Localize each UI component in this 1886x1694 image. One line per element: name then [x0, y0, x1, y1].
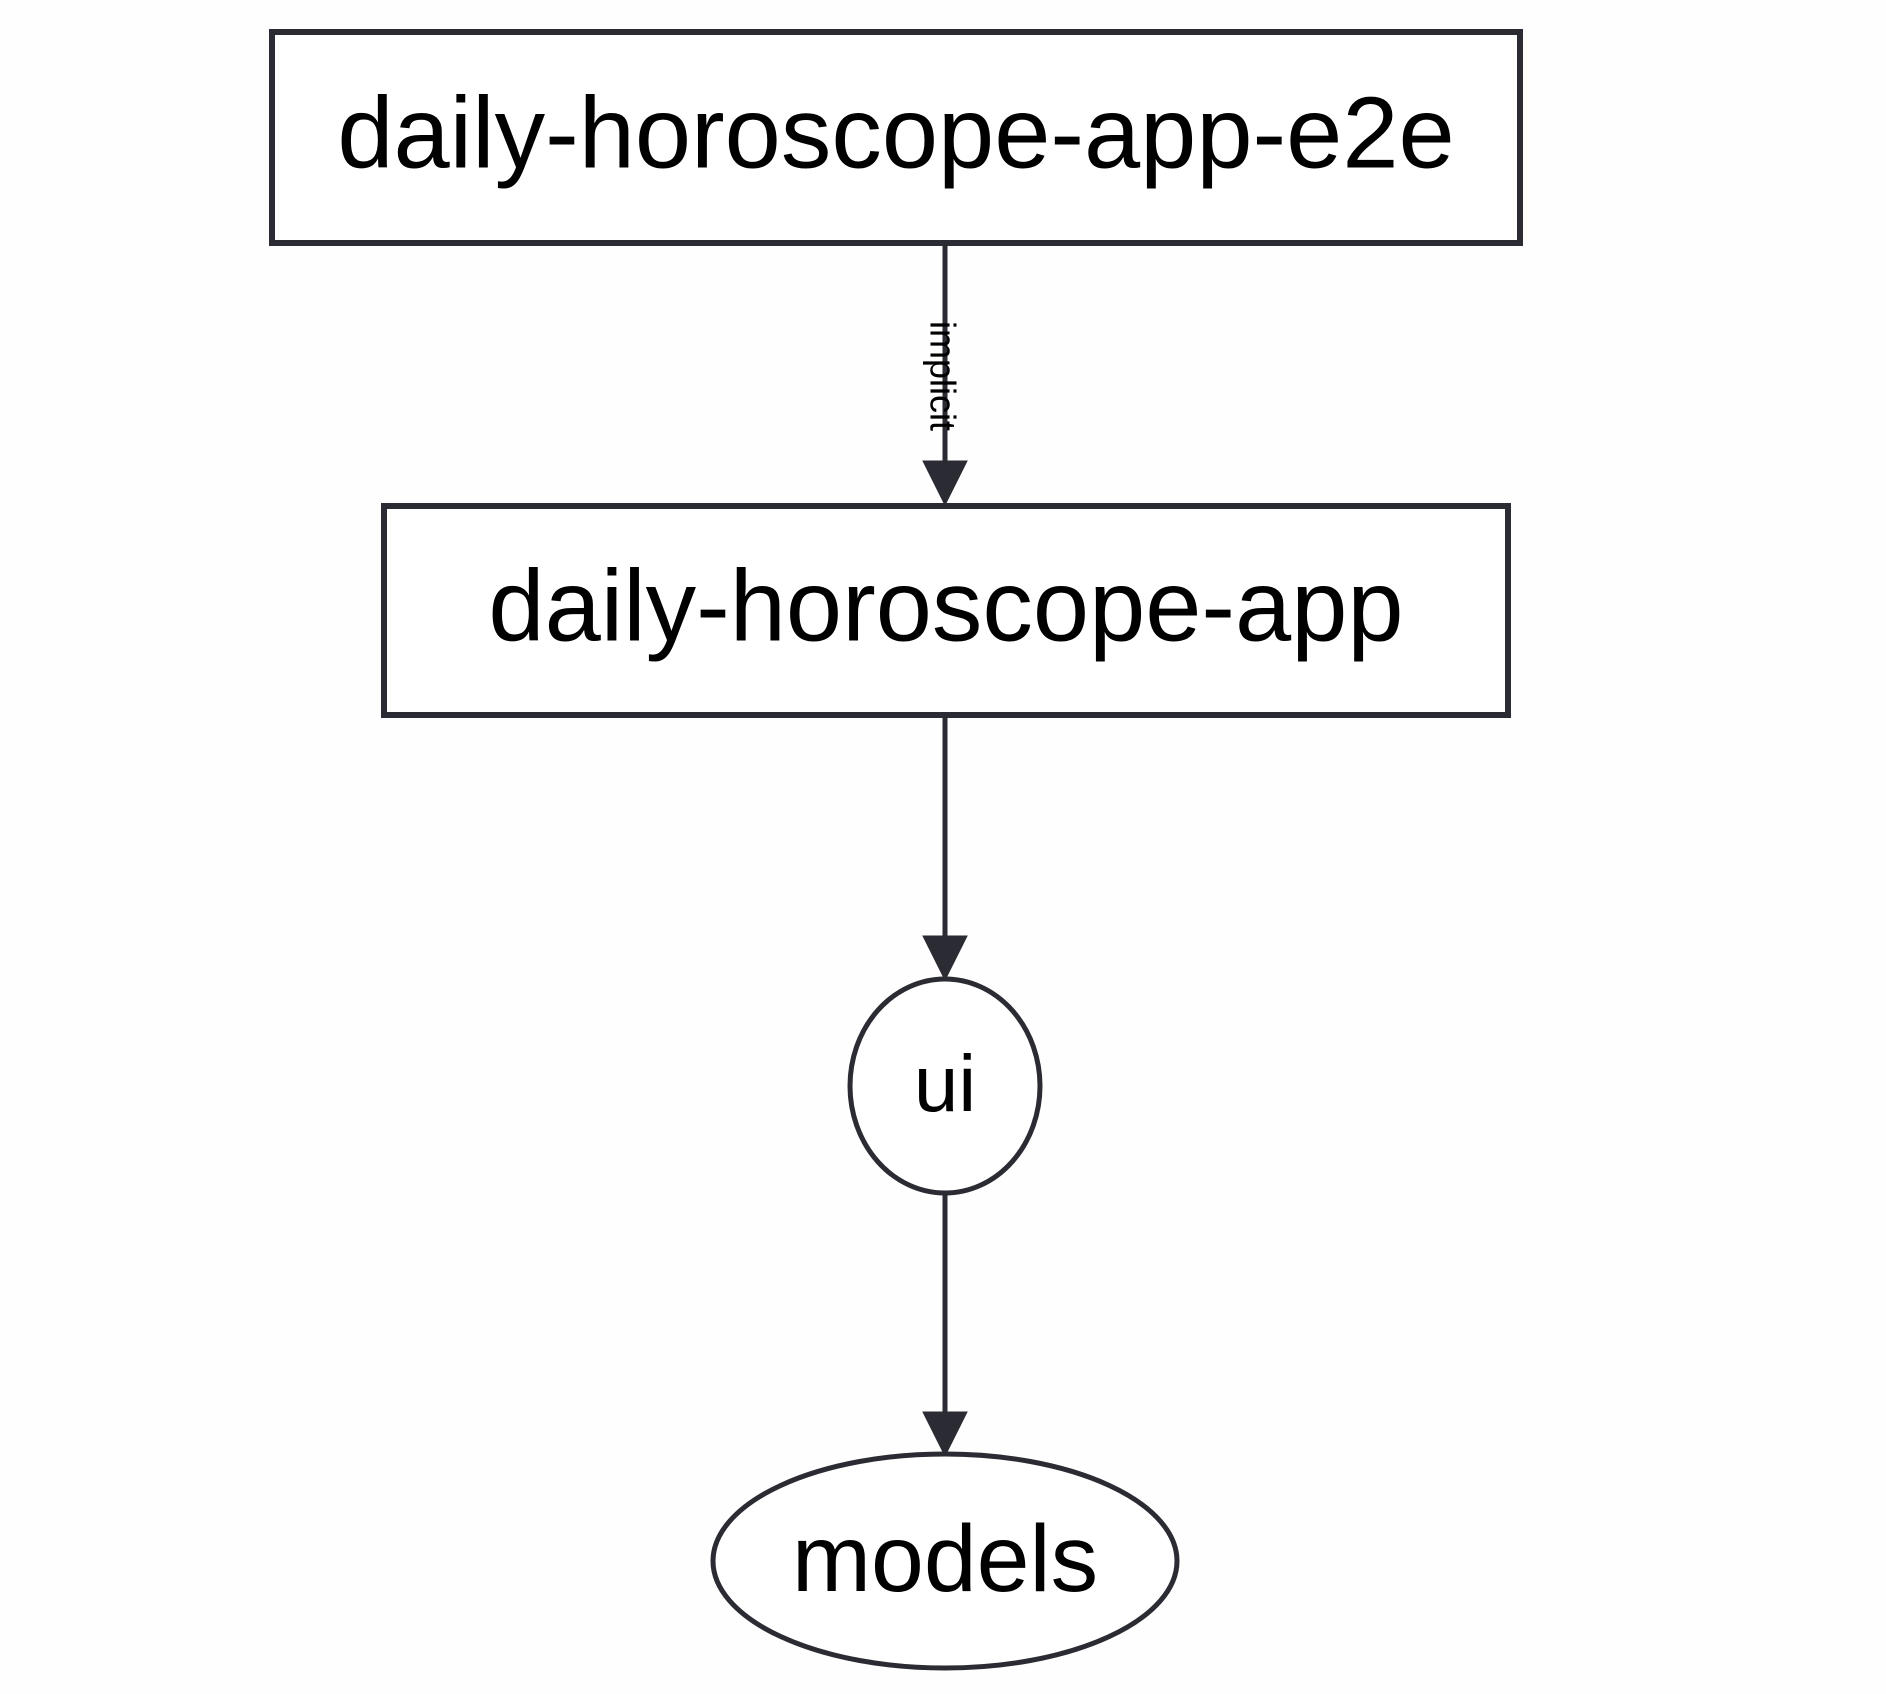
arrowhead-icon: [922, 1411, 968, 1458]
node-ui[interactable]: ui: [847, 976, 1043, 1196]
node-daily-horoscope-app-e2e[interactable]: daily-horoscope-app-e2e: [269, 29, 1523, 246]
node-label-daily-horoscope-app: daily-horoscope-app: [488, 551, 1403, 663]
arrowhead-icon: [922, 935, 968, 982]
node-rect-app[interactable]: [381, 503, 1511, 718]
arrowhead-icon: [922, 460, 968, 507]
edge-app-to-ui[interactable]: [922, 715, 968, 982]
node-ellipse-ui[interactable]: [847, 976, 1043, 1196]
node-ellipse-models[interactable]: [710, 1451, 1180, 1671]
edge-e2e-to-app[interactable]: implicit: [922, 243, 968, 507]
node-label-daily-horoscope-app-e2e: daily-horoscope-app-e2e: [337, 78, 1454, 190]
edge-ui-to-models[interactable]: [922, 1193, 968, 1458]
node-models[interactable]: models: [710, 1451, 1180, 1671]
node-label-ui: ui: [914, 1039, 976, 1128]
edge-label-implicit: implicit: [922, 321, 963, 431]
node-label-models: models: [792, 1506, 1098, 1612]
node-daily-horoscope-app[interactable]: daily-horoscope-app: [381, 503, 1511, 718]
node-rect-e2e[interactable]: [269, 29, 1523, 246]
